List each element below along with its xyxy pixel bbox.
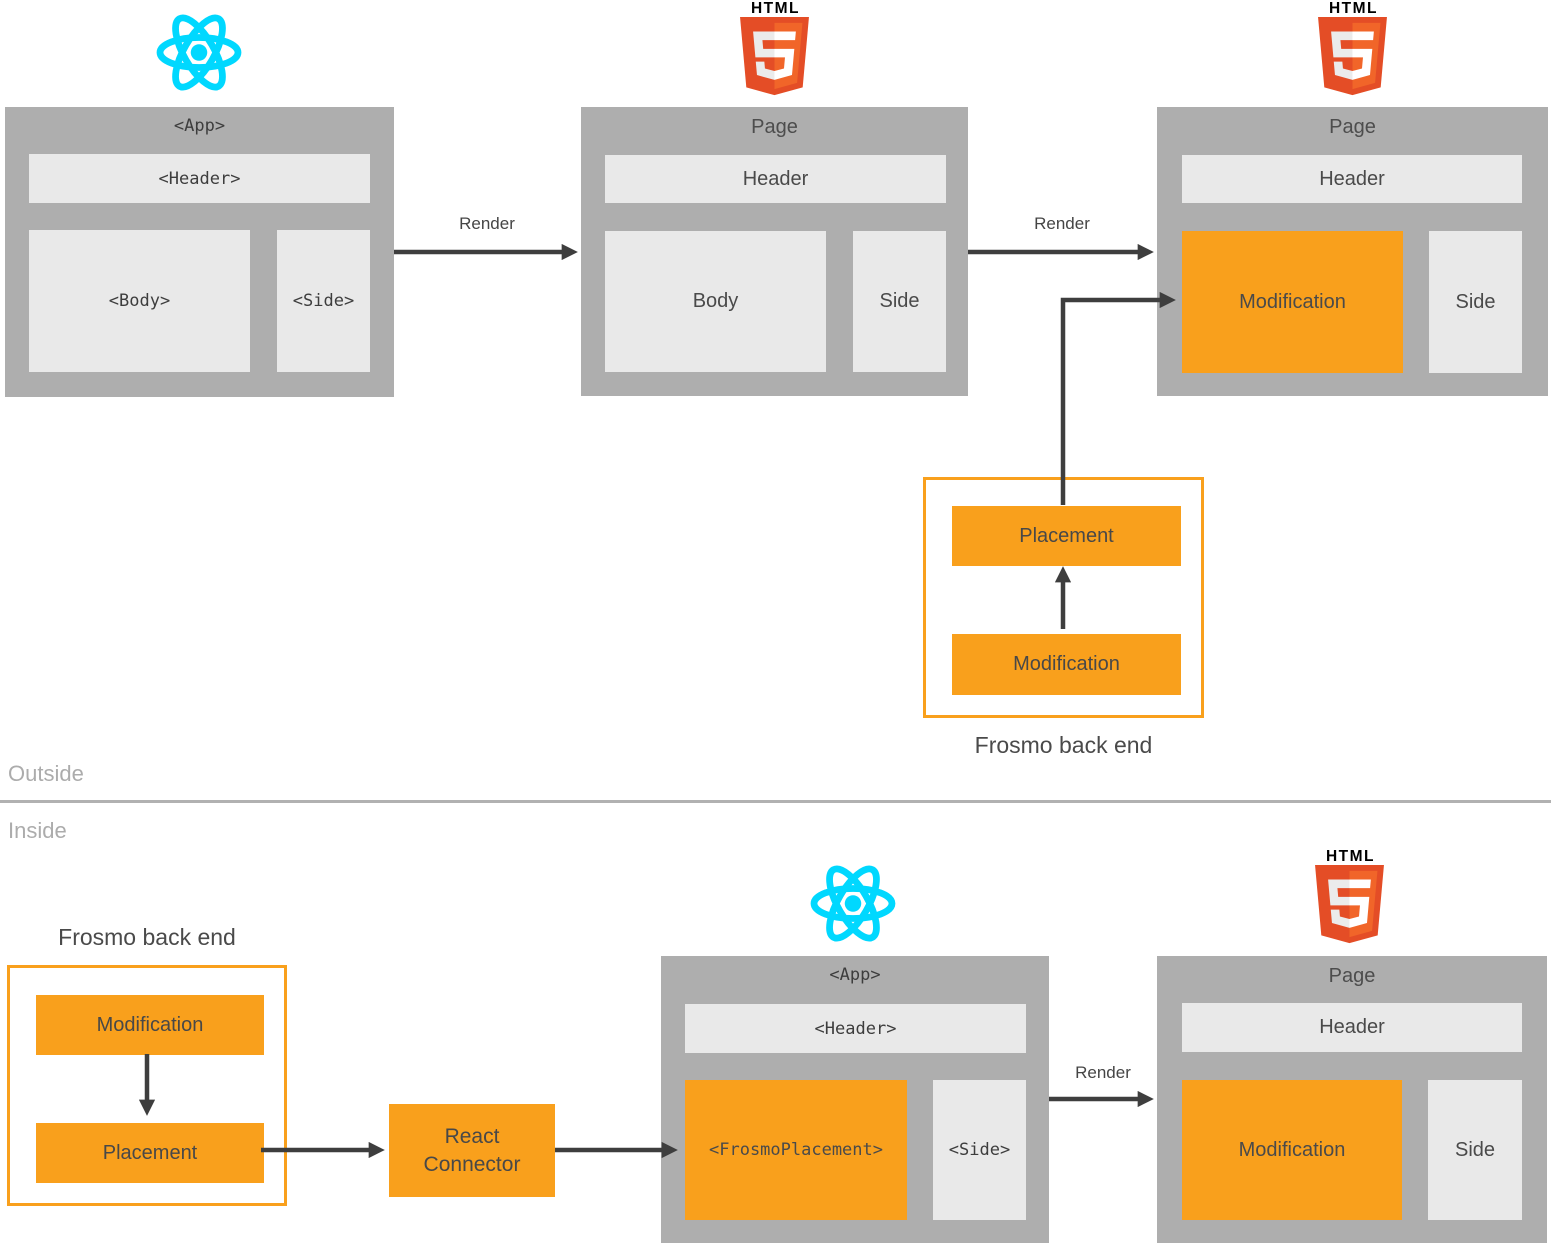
render-label: Render — [1034, 214, 1090, 233]
panel-react-app: <App> <Header> <Body> <Side> — [5, 107, 394, 397]
header-box: Header — [1182, 1003, 1522, 1052]
side-box: Side — [1429, 231, 1522, 373]
frosmo-backend-caption: Frosmo back end — [58, 924, 236, 950]
inside-label: Inside — [8, 818, 67, 843]
header-box: Header — [605, 155, 946, 203]
panel-title: <App> — [173, 116, 226, 136]
render-label: Render — [459, 214, 515, 233]
html5-wordmark: HTML — [751, 0, 800, 17]
html5-wordmark: HTML — [1329, 0, 1378, 17]
react-connector-box: React Connector — [389, 1104, 555, 1197]
modification-box: Modification — [36, 995, 264, 1055]
react-logo-icon — [156, 14, 242, 91]
html5-logo-icon: HTML — [1318, 0, 1387, 96]
modification-box: Modification — [1182, 231, 1403, 373]
header-box: <Header> — [685, 1004, 1026, 1053]
body-box: <Body> — [29, 230, 250, 372]
html5-wordmark: HTML — [1326, 848, 1375, 865]
frosmo-placement-box: <FrosmoPlacement> — [685, 1080, 907, 1220]
panel-html-page: Page Header Body Side — [581, 107, 968, 396]
modification-box: Modification — [952, 634, 1181, 695]
frosmo-backend-caption: Frosmo back end — [974, 732, 1153, 758]
panel-title: <App> — [829, 965, 881, 985]
divider-line — [0, 800, 1551, 803]
modification-box: Modification — [1182, 1080, 1402, 1220]
panel-title: Page — [1329, 116, 1376, 138]
panel-react-app-connected: <App> <Header> <FrosmoPlacement> <Side> — [661, 956, 1049, 1243]
placement-to-modification-arrow — [1060, 291, 1176, 505]
panel-title: Page — [751, 116, 798, 138]
placement-box: Placement — [952, 506, 1181, 566]
react-logo-icon — [810, 865, 896, 942]
frosmo-backend-group: Modification Placement — [7, 965, 287, 1206]
body-box: Body — [605, 231, 826, 372]
outside-label: Outside — [8, 761, 84, 786]
side-box: <Side> — [933, 1080, 1026, 1220]
side-box: Side — [853, 231, 946, 372]
panel-title: Page — [1328, 965, 1376, 987]
frosmo-backend-group: Placement Modification — [923, 477, 1204, 718]
html5-logo-icon: HTML — [1315, 848, 1384, 944]
header-box: <Header> — [29, 154, 370, 203]
placement-box: Placement — [36, 1123, 264, 1183]
panel-html-page-modified: Page Header Modification Side — [1157, 956, 1547, 1243]
html5-logo-icon: HTML — [740, 0, 809, 96]
panel-html-page-modified: Page Header Modification Side — [1157, 107, 1548, 396]
side-box: Side — [1428, 1080, 1522, 1220]
side-box: <Side> — [277, 230, 370, 372]
header-box: Header — [1182, 155, 1522, 203]
render-label: Render — [1075, 1063, 1131, 1082]
